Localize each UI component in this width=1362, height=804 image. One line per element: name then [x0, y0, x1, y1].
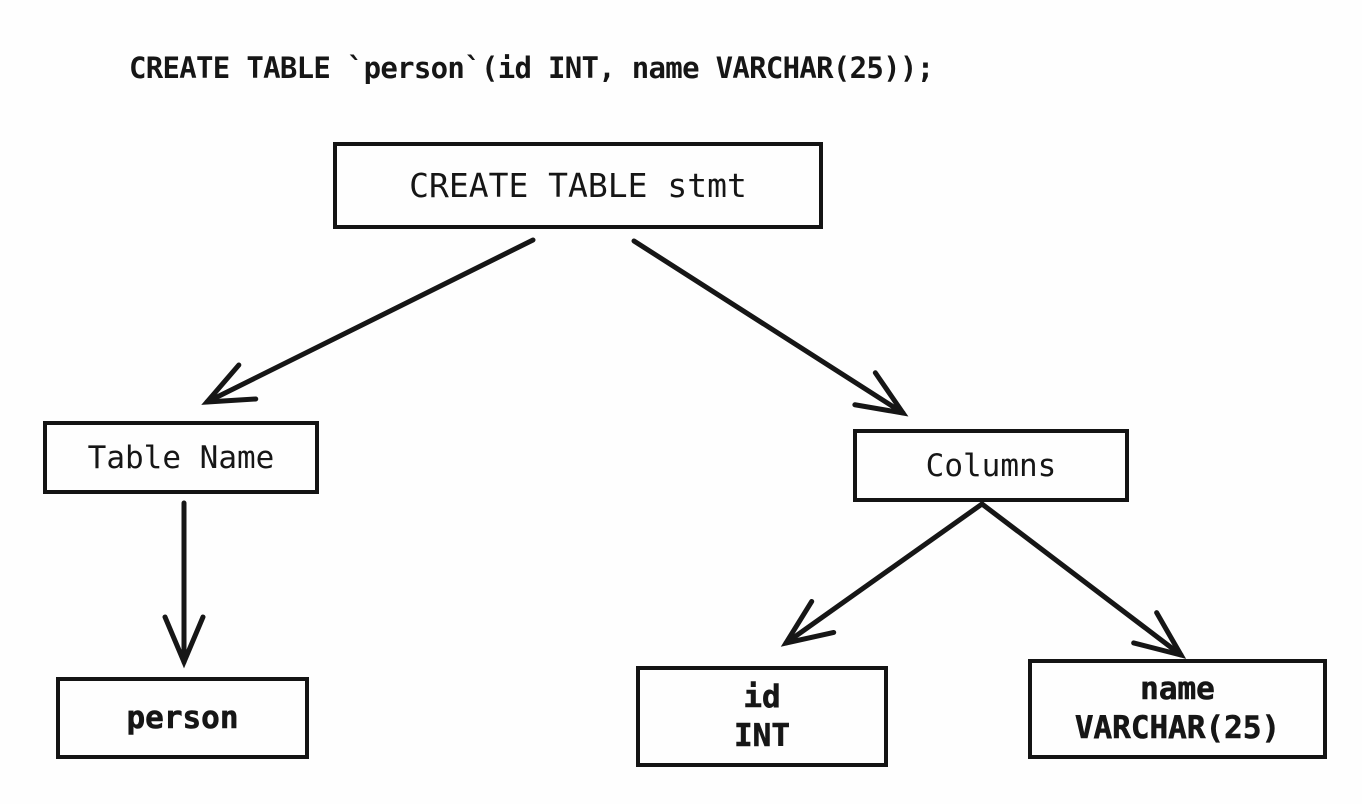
node-column-name-type: VARCHAR(25)	[1074, 710, 1281, 747]
edge-columns-to-id	[780, 501, 985, 647]
node-create-table-stmt: CREATE TABLE stmt	[333, 142, 823, 229]
node-columns-label: Columns	[925, 447, 1057, 484]
node-column-name-name: name	[1140, 671, 1215, 708]
node-column-name: name VARCHAR(25)	[1028, 659, 1327, 759]
node-table-name-label: Table Name	[87, 439, 275, 476]
edge-stmt-to-columns	[631, 238, 909, 417]
node-column-id-type: INT	[734, 717, 791, 754]
sql-statement-text: CREATE TABLE `person`(id INT, name VARCH…	[129, 51, 934, 85]
node-column-id-name: id	[743, 678, 781, 715]
node-create-table-stmt-label: CREATE TABLE stmt	[409, 166, 747, 205]
node-person: person	[56, 677, 309, 759]
edge-stmt-to-table-name	[201, 237, 536, 405]
node-column-id: id INT	[636, 666, 888, 767]
node-person-label: person	[126, 700, 239, 737]
node-table-name: Table Name	[43, 421, 319, 494]
edge-columns-to-name	[979, 501, 1187, 659]
node-columns: Columns	[853, 429, 1129, 502]
